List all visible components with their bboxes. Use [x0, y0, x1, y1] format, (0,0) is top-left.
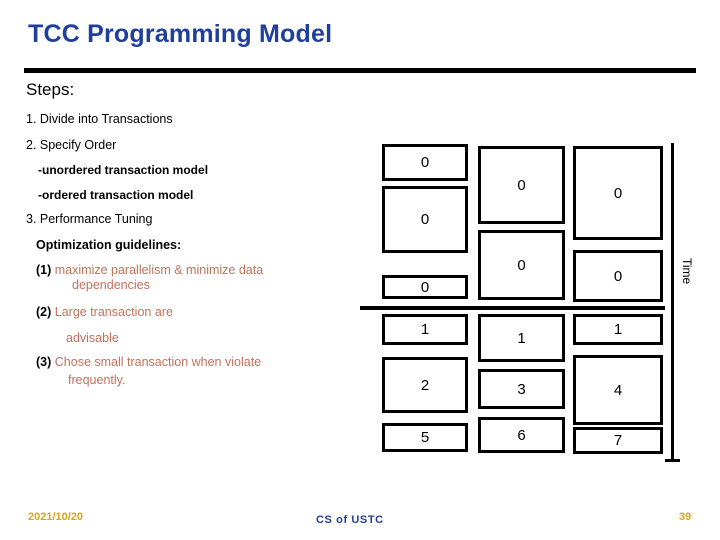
- transaction-box: 1: [382, 314, 468, 345]
- transaction-box: 6: [478, 417, 565, 453]
- transaction-box: 0: [478, 146, 565, 224]
- step-2-text: 2. Specify Order: [26, 138, 117, 152]
- bullet-3-text: Chose small transaction when violate: [54, 355, 262, 369]
- transaction-box: 0: [382, 275, 468, 299]
- optimization-guidelines-heading: Optimization guidelines:: [36, 238, 182, 252]
- step-3-text: 3. Performance Tuning: [26, 212, 153, 226]
- page-title: TCC Programming Model: [28, 20, 333, 48]
- transaction-box: 0: [478, 230, 565, 300]
- transaction-box: 3: [478, 369, 565, 409]
- steps-heading: Steps:: [26, 80, 75, 99]
- step-1-text: 1. Divide into Transactions: [26, 112, 173, 126]
- bullet-2-continuation: advisable: [66, 331, 119, 345]
- commit-phase-divider: [360, 306, 665, 310]
- ordered-model-text: -ordered transaction model: [38, 188, 194, 202]
- transaction-box: 5: [382, 423, 468, 452]
- transaction-box: 0: [382, 144, 468, 181]
- footer-organization: CS of USTC: [316, 514, 384, 526]
- bullet-3-continuation: frequently.: [68, 373, 126, 387]
- time-axis-end-tick: [665, 459, 680, 462]
- bullet-1-continuation: dependencies: [72, 278, 150, 292]
- transaction-box: 0: [573, 250, 663, 302]
- footer-page-number: 39: [679, 511, 692, 523]
- bullet-1-text: maximize parallelism & minimize data: [54, 263, 264, 277]
- bullet-1-number: (1): [36, 263, 52, 277]
- transaction-box: 1: [478, 314, 565, 362]
- transaction-box: 0: [382, 186, 468, 253]
- bullet-2: (2) Large transaction are: [36, 305, 173, 319]
- time-axis-line: [671, 143, 674, 462]
- transaction-box: 7: [573, 427, 663, 454]
- title-underline-rule: [24, 68, 696, 73]
- footer-date: 2021/10/20: [28, 511, 84, 523]
- transaction-box: 0: [573, 146, 663, 240]
- bullet-3-number: (3): [36, 355, 52, 369]
- transaction-box: 1: [573, 314, 663, 345]
- bullet-2-text: Large transaction are: [54, 305, 173, 319]
- unordered-model-text: -unordered transaction model: [38, 163, 209, 177]
- transaction-box: 4: [573, 355, 663, 425]
- bullet-2-number: (2): [36, 305, 52, 319]
- bullet-3: (3) Chose small transaction when violate: [36, 355, 261, 369]
- bullet-1: (1) maximize parallelism & minimize data: [36, 263, 263, 277]
- time-axis-label: Time: [680, 258, 694, 285]
- transaction-box: 2: [382, 357, 468, 413]
